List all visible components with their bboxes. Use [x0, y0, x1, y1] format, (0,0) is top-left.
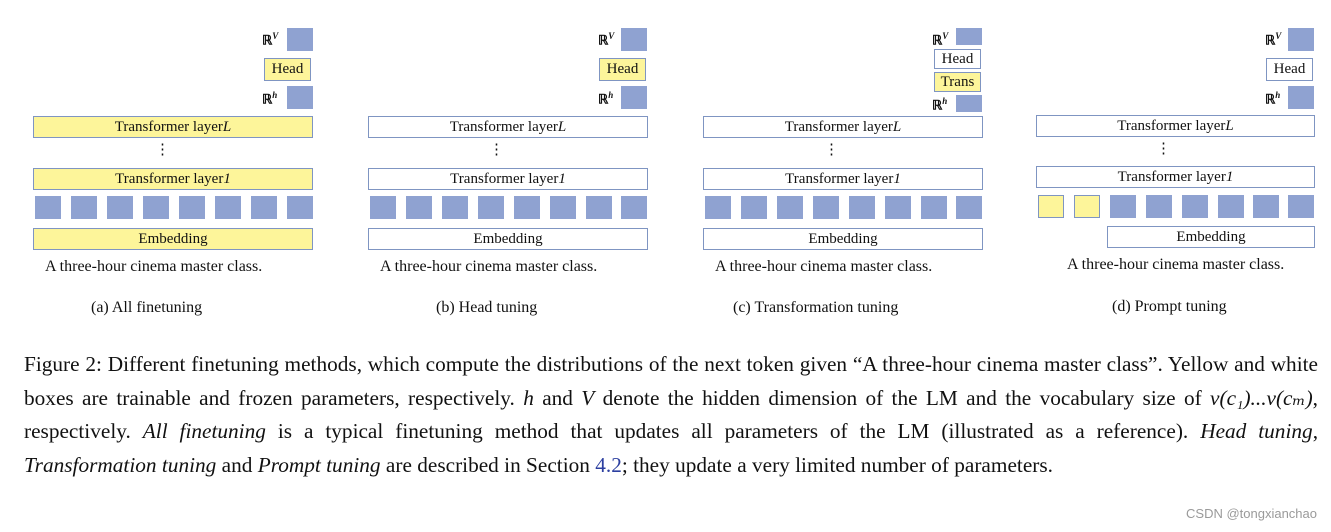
- subcaption: (c) Transformation tuning: [733, 299, 899, 316]
- embedding-box: Embedding: [703, 228, 983, 250]
- token-vector: [621, 196, 647, 219]
- trans-box: Trans: [934, 72, 981, 92]
- rv-label: ℝV: [262, 31, 279, 48]
- embedding-box: Embedding: [33, 228, 313, 250]
- ellipsis: ⋮: [824, 142, 839, 158]
- token-vector: [179, 196, 205, 219]
- head-box: Head: [934, 49, 981, 69]
- token-vector: [35, 196, 61, 219]
- token-vector: [215, 196, 241, 219]
- token-vector: [1146, 195, 1172, 218]
- subcaption: (d) Prompt tuning: [1112, 298, 1227, 315]
- transformer-layer-top: Transformer layer L: [33, 116, 313, 138]
- prompt-vector: [1038, 195, 1064, 218]
- token-vector: [705, 196, 731, 219]
- head-box: Head: [264, 58, 311, 81]
- rv-label: ℝV: [932, 31, 949, 48]
- token-vector: [550, 196, 576, 219]
- embedding-box: Embedding: [1107, 226, 1315, 248]
- token-vector: [921, 196, 947, 219]
- token-vector: [885, 196, 911, 219]
- section-link[interactable]: 4.2: [595, 452, 622, 477]
- subcaption: (a) All finetuning: [91, 299, 203, 316]
- token-vector: [107, 196, 133, 219]
- ellipsis: ⋮: [489, 142, 504, 158]
- token-vector: [1110, 195, 1136, 218]
- token-vector: [956, 196, 982, 219]
- prompt-vector: [1074, 195, 1100, 218]
- ellipsis: ⋮: [1156, 141, 1171, 157]
- transformer-layer-bottom: Transformer layer 1: [368, 168, 648, 190]
- rh-label: ℝh: [1265, 90, 1281, 107]
- input-sentence: A three-hour cinema master class.: [45, 258, 263, 275]
- token-vector: [741, 196, 767, 219]
- rv-label: ℝV: [1265, 31, 1282, 48]
- token-vector: [442, 196, 468, 219]
- transformer-layer-bottom: Transformer layer 1: [703, 168, 983, 190]
- output-vector: [956, 28, 982, 45]
- token-vector: [1218, 195, 1244, 218]
- token-vector: [1253, 195, 1279, 218]
- output-vector: [1288, 28, 1314, 51]
- figure-caption: Figure 2: Different finetuning methods, …: [24, 352, 1319, 477]
- head-box: Head: [1266, 58, 1313, 81]
- token-vector: [287, 196, 313, 219]
- token-vector: [143, 196, 169, 219]
- token-vector: [251, 196, 277, 219]
- transformer-layer-bottom: Transformer layer 1: [33, 168, 313, 190]
- rv-label: ℝV: [598, 31, 615, 48]
- input-sentence: A three-hour cinema master class.: [380, 258, 598, 275]
- watermark: CSDN @tongxianchao: [1186, 506, 1317, 521]
- output-vector: [621, 28, 647, 51]
- token-vector: [1182, 195, 1208, 218]
- rh-label: ℝh: [262, 90, 278, 107]
- token-vector: [406, 196, 432, 219]
- hidden-vector: [956, 95, 982, 112]
- token-vector: [478, 196, 504, 219]
- token-vector: [1288, 195, 1314, 218]
- hidden-vector: [1288, 86, 1314, 109]
- token-vector: [813, 196, 839, 219]
- rh-label: ℝh: [598, 90, 614, 107]
- embedding-box: Embedding: [368, 228, 648, 250]
- output-vector: [287, 28, 313, 51]
- input-sentence: A three-hour cinema master class.: [715, 258, 933, 275]
- rh-label: ℝh: [932, 96, 948, 113]
- subcaption: (b) Head tuning: [436, 299, 538, 316]
- token-vector: [849, 196, 875, 219]
- hidden-vector: [621, 86, 647, 109]
- hidden-vector: [287, 86, 313, 109]
- ellipsis: ⋮: [155, 142, 170, 158]
- token-vector: [514, 196, 540, 219]
- transformer-layer-top: Transformer layer L: [1036, 115, 1315, 137]
- transformer-layer-top: Transformer layer L: [368, 116, 648, 138]
- token-vector: [370, 196, 396, 219]
- token-vector: [586, 196, 612, 219]
- token-vector: [71, 196, 97, 219]
- head-box: Head: [599, 58, 646, 81]
- transformer-layer-bottom: Transformer layer 1: [1036, 166, 1315, 188]
- token-vector: [777, 196, 803, 219]
- transformer-layer-top: Transformer layer L: [703, 116, 983, 138]
- input-sentence: A three-hour cinema master class.: [1067, 256, 1285, 273]
